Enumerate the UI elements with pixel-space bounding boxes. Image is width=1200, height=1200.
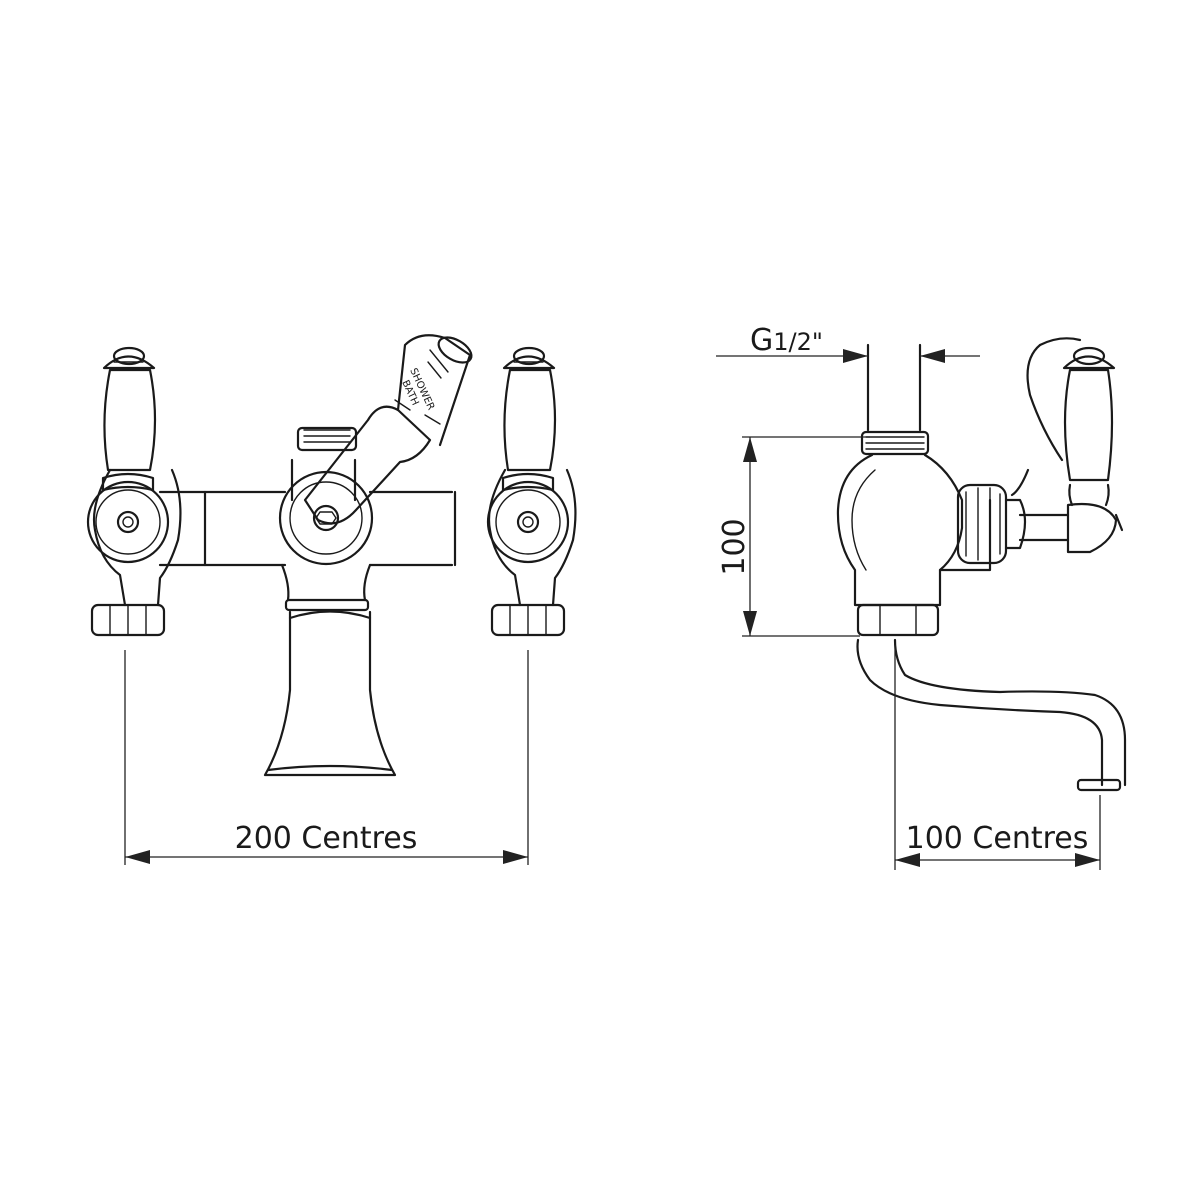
thread-dimension: G1/2": [716, 323, 980, 363]
front-spout: [263, 610, 397, 777]
diverter-lever: SHOWER BATH: [303, 334, 473, 525]
side-body: [836, 453, 1027, 607]
front-crossbar: [158, 490, 454, 567]
side-view: G1/2" 100 100 Centres: [716, 323, 1127, 870]
height-dimension: 100: [717, 436, 870, 637]
spout-tip: [1076, 778, 1122, 792]
thread-label-main: G: [750, 323, 773, 358]
front-width-dimension: 200 Centres: [124, 650, 529, 865]
outlet-nut: [856, 603, 940, 637]
depth-dimension: 100 Centres: [894, 645, 1101, 870]
right-valve: [486, 468, 577, 637]
supply-pipe: [866, 343, 922, 432]
height-label: 100: [717, 518, 752, 575]
side-lever: [1010, 337, 1124, 554]
depth-label: 100 Centres: [906, 821, 1089, 856]
side-spout: [856, 638, 1127, 787]
left-lever-handle: [102, 346, 157, 472]
dim-arrow-right: [503, 850, 528, 864]
dim-arrow-left: [125, 850, 150, 864]
right-lever-handle: [502, 346, 557, 472]
front-view: SHOWER BATH 200 Centres: [86, 334, 577, 865]
centre-diverter: [278, 426, 374, 612]
thread-ring: [860, 430, 930, 456]
front-crossbar-ends: [203, 490, 457, 567]
thread-label: G1/2": [750, 323, 823, 358]
thread-label-fraction: 1/2": [773, 328, 823, 356]
front-width-label: 200 Centres: [235, 821, 418, 856]
left-valve: [86, 468, 182, 637]
